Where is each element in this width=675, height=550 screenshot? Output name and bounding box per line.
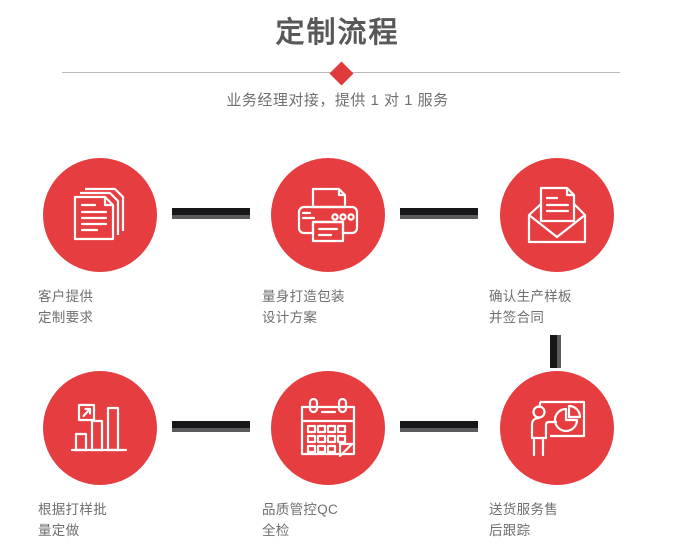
step-5-label: 品质管控QC 全检 <box>262 502 339 538</box>
process-step-6[interactable]: 送货服务售 后跟踪 <box>477 371 637 542</box>
connector-step3-step6 <box>550 335 561 368</box>
step-4-circle[interactable] <box>43 371 157 485</box>
documents-stack-icon <box>69 184 131 246</box>
process-step-4[interactable]: 根据打样批 量定做 <box>20 371 180 542</box>
step-6-label: 送货服务售 后跟踪 <box>489 502 558 538</box>
process-step-1[interactable]: 客户提供 定制要求 <box>20 158 180 329</box>
header-divider <box>62 60 620 86</box>
presenter-pie-chart-icon <box>526 398 588 458</box>
step-3-label: 确认生产样板 并签合同 <box>489 289 572 325</box>
connector-step1-step2 <box>172 208 250 219</box>
bar-chart-growth-icon <box>70 399 130 457</box>
step-3-circle[interactable] <box>500 158 614 272</box>
envelope-document-icon <box>525 185 589 245</box>
process-step-2[interactable]: 量身打造包装 设计方案 <box>248 158 408 329</box>
process-step-5[interactable]: 品质管控QC 全检 <box>248 371 408 542</box>
page-title: 定制流程 <box>275 17 400 49</box>
connector-step2-step3 <box>400 208 478 219</box>
step-6-circle[interactable] <box>500 371 614 485</box>
process-step-3[interactable]: 确认生产样板 并签合同 <box>477 158 637 329</box>
step-2-circle[interactable] <box>271 158 385 272</box>
diamond-icon <box>328 60 354 86</box>
printer-icon <box>296 185 360 245</box>
connector-step5-step6 <box>400 421 478 432</box>
step-5-circle[interactable] <box>271 371 385 485</box>
page-subtitle: 业务经理对接，提供 1 对 1 服务 <box>226 92 449 109</box>
step-1-label: 客户提供 定制要求 <box>38 289 94 325</box>
step-4-label: 根据打样批 量定做 <box>38 502 107 538</box>
connector-step4-step5 <box>172 421 250 432</box>
calendar-check-icon <box>297 398 359 458</box>
step-1-circle[interactable] <box>43 158 157 272</box>
step-2-label: 量身打造包装 设计方案 <box>262 289 345 325</box>
